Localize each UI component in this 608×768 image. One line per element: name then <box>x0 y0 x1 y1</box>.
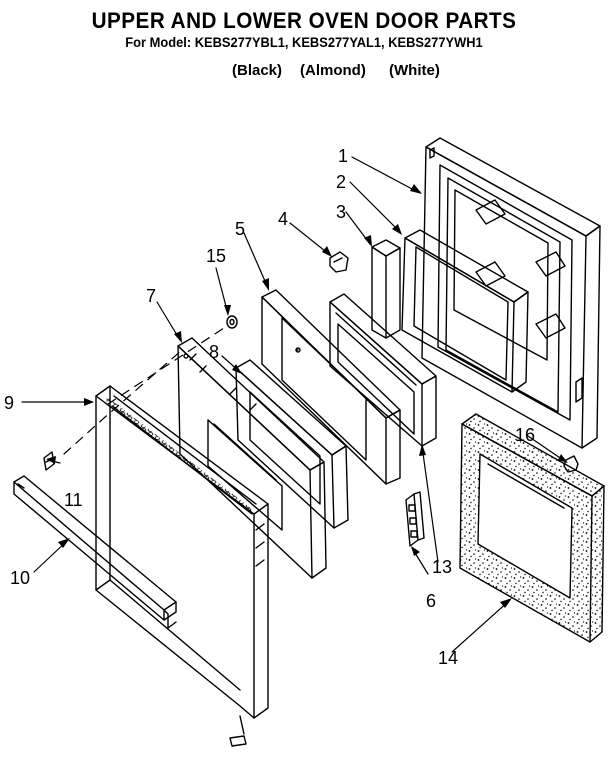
callout-11: 11 <box>64 490 83 510</box>
callout-numbers: 1 2 3 4 5 6 7 8 9 10 11 13 14 15 16 <box>4 146 535 668</box>
part-3-insulation-strip <box>371 239 401 339</box>
part-1-inner-door-liner <box>421 137 601 449</box>
part-6-hinge-block <box>405 491 425 547</box>
part-5-middle-glass <box>261 289 401 485</box>
part-10-handle <box>13 475 177 629</box>
diagram-title: UPPER AND LOWER OVEN DOOR PARTS <box>91 8 517 33</box>
callout-16: 16 <box>515 425 535 445</box>
callout-8: 8 <box>209 342 219 362</box>
callout-9: 9 <box>4 393 14 413</box>
part-4-clip <box>329 251 349 273</box>
color-almond: (Almond) <box>300 62 366 79</box>
callout-5: 5 <box>235 219 245 239</box>
callout-13: 13 <box>432 557 452 577</box>
part-13-glass-pack <box>329 293 437 447</box>
part-14-door-insulation <box>459 413 605 643</box>
callout-7: 7 <box>146 286 156 306</box>
part-9-door-frame <box>95 385 269 747</box>
callout-14: 14 <box>438 648 458 668</box>
color-variants: (Black) (Almond) (White) <box>0 62 608 82</box>
part-7-outer-glass <box>177 337 327 579</box>
color-white: (White) <box>389 62 440 79</box>
color-black: (Black) <box>232 62 283 79</box>
part-15-nut <box>226 315 238 329</box>
callout-3: 3 <box>336 202 346 222</box>
callout-6: 6 <box>426 591 436 611</box>
callout-4: 4 <box>278 209 288 229</box>
part-16-clip <box>563 455 579 473</box>
part-2-window-frame <box>401 229 529 393</box>
callout-2: 2 <box>336 172 346 192</box>
part-8-heat-shield <box>235 359 349 529</box>
callout-15: 15 <box>206 246 226 266</box>
model-list: For Model: KEBS277YBL1, KEBS277YAL1, KEB… <box>125 34 483 50</box>
leader-arrowheads <box>46 184 568 608</box>
callout-1: 1 <box>338 146 348 166</box>
callout-10: 10 <box>10 568 30 588</box>
